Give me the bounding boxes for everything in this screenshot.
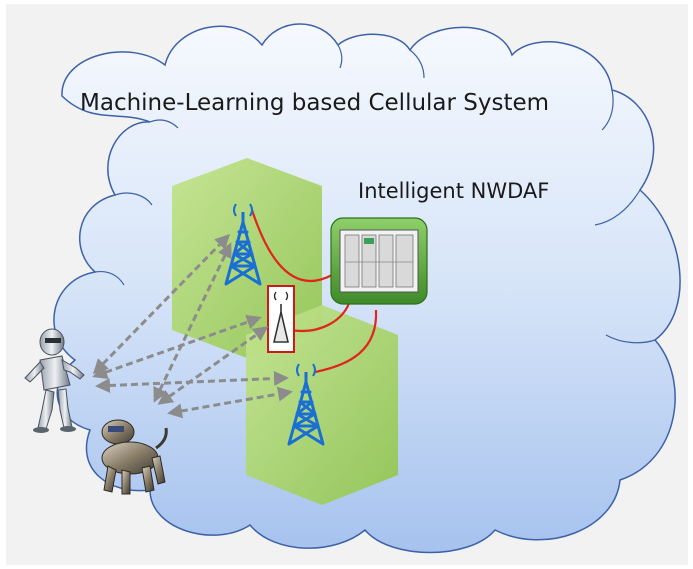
system-title: Machine-Learning based Cellular System	[80, 90, 550, 116]
backhaul-link-1	[250, 209, 333, 283]
robot-dog	[101, 419, 168, 495]
nwdaf-server	[330, 217, 428, 305]
small-cell-antenna	[267, 285, 295, 353]
wireless-links	[92, 233, 293, 419]
humanoid-robot	[24, 328, 85, 433]
backhaul-link-2	[289, 299, 352, 333]
cell-hexagon-2	[246, 305, 398, 505]
backhaul-link-3	[314, 309, 378, 374]
nwdaf-label: Intelligent NWDAF	[358, 179, 550, 203]
